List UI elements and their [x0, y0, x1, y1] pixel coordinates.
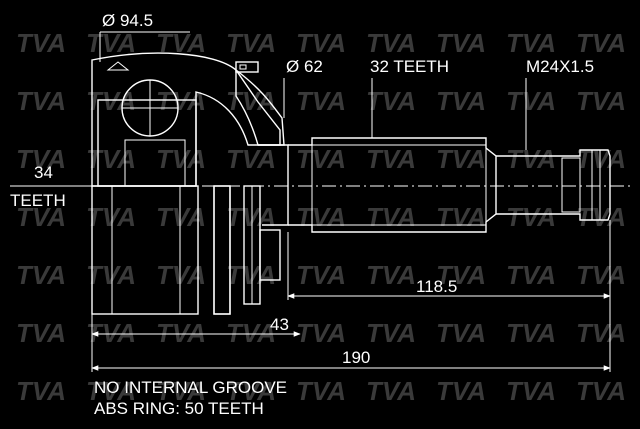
shaft-length-label: 118.5 — [416, 277, 457, 296]
watermark-logo: TVA — [366, 318, 416, 348]
watermark-logo: TVA — [226, 318, 276, 348]
watermark-logo: TVA — [296, 260, 346, 290]
note-line-2: ABS RING: 50 TEETH — [94, 399, 264, 418]
watermark-logo: TVA — [506, 260, 556, 290]
inner-teeth-word: TEETH — [10, 191, 66, 210]
watermark-logo: TVA — [366, 144, 416, 174]
watermark-logo: TVA — [16, 28, 66, 58]
watermark-logo: TVA — [436, 202, 486, 232]
thread-label: M24X1.5 — [526, 57, 594, 76]
watermark-logo: TVA — [156, 86, 206, 116]
watermark-logo: TVA — [226, 28, 276, 58]
watermark-logo: TVA — [296, 376, 346, 406]
watermark-logo: TVA — [226, 260, 276, 290]
watermark-logo: TVA — [576, 376, 626, 406]
inner-diameter-label: Ø 62 — [286, 57, 323, 76]
bell-length-label: 43 — [270, 315, 289, 334]
watermark-logo: TVA — [296, 318, 346, 348]
total-length-label: 190 — [342, 348, 370, 367]
watermark-logo: TVA — [436, 260, 486, 290]
abs-ring — [213, 185, 231, 315]
watermark-logo: TVA — [366, 260, 416, 290]
watermark-logo: TVA — [576, 28, 626, 58]
watermark-logo: TVA — [576, 318, 626, 348]
watermark-logo: TVA — [226, 144, 276, 174]
inner-teeth-count: 34 — [34, 163, 53, 182]
watermark-logo: TVA — [16, 318, 66, 348]
watermark-logo: TVA — [576, 86, 626, 116]
watermark-logo: TVA — [226, 376, 276, 406]
stub-shaft — [288, 137, 611, 233]
watermark-logo: TVA — [576, 202, 626, 232]
watermark-logo: TVA — [576, 260, 626, 290]
watermark-logo: TVA — [366, 376, 416, 406]
dimension-lines — [10, 31, 611, 372]
watermark-logo: TVA — [16, 202, 66, 232]
watermark-logo: TVA — [86, 376, 136, 406]
watermark-logo: TVA — [506, 376, 556, 406]
watermark-logo: TVA — [296, 28, 346, 58]
watermark-logo: TVA — [86, 144, 136, 174]
watermark-layer: TVA TVA TVA TVA TVA TVA TVA TVA TVA TVA TVA TVA TVA T… — [16, 28, 626, 406]
watermark-logo: TVA — [366, 86, 416, 116]
watermark-logo: TVA — [156, 144, 206, 174]
watermark-logo: TVA — [366, 28, 416, 58]
watermark-logo: TVA — [86, 318, 136, 348]
watermark-logo: TVA — [436, 318, 486, 348]
watermark-logo: TVA — [296, 86, 346, 116]
outer-diameter-label: Ø 94.5 — [102, 11, 153, 30]
watermark-logo: TVA — [506, 202, 556, 232]
outer-teeth-label: 32 TEETH — [370, 57, 449, 76]
watermark-logo: TVA — [16, 376, 66, 406]
watermark-logo: TVA — [436, 376, 486, 406]
watermark-logo: TVA — [296, 202, 346, 232]
watermark-logo: TVA — [506, 86, 556, 116]
watermark-logo: TVA — [506, 144, 556, 174]
watermark-logo: TVA — [156, 318, 206, 348]
watermark-logo: TVA — [506, 318, 556, 348]
watermark-logo: TVA — [436, 144, 486, 174]
watermark-logo: TVA — [86, 202, 136, 232]
watermark-logo: TVA — [16, 144, 66, 174]
watermark-logo: TVA — [436, 86, 486, 116]
watermark-logo: TVA — [156, 376, 206, 406]
note-line-1: NO INTERNAL GROOVE — [94, 378, 287, 397]
watermark-logo: TVA — [506, 28, 556, 58]
watermark-logo: TVA — [86, 28, 136, 58]
watermark-logo: TVA — [576, 144, 626, 174]
watermark-logo: TVA — [226, 202, 276, 232]
watermark-logo: TVA — [436, 28, 486, 58]
watermark-logo: TVA — [16, 260, 66, 290]
watermark-logo: TVA — [296, 144, 346, 174]
bell-housing — [91, 52, 281, 315]
watermark-logo: TVA — [366, 202, 416, 232]
watermark-logo: TVA — [16, 86, 66, 116]
watermark-logo: TVA — [86, 260, 136, 290]
